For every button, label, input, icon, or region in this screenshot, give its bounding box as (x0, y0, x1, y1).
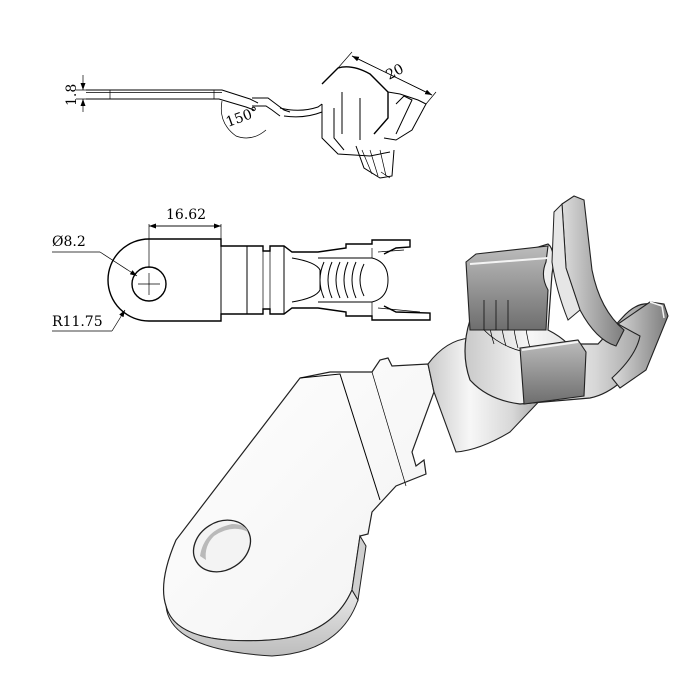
crimp-tab-right (611, 301, 669, 389)
offset-dimension-label: 16.62 (166, 207, 206, 223)
thickness-dimension-label: 1.8 (64, 84, 80, 106)
top-view: 16.62 Ø8.2 R11.75 (52, 207, 431, 332)
radius-label: R11.75 (52, 314, 103, 330)
lug-plate (162, 357, 435, 642)
side-view: 1.8 150° 20 (64, 51, 437, 179)
crimp-tab-rear (561, 195, 625, 347)
hole-diameter-label: Ø8.2 (52, 234, 86, 250)
serrations (319, 261, 365, 299)
angle-dimension-label: 150° (224, 104, 261, 131)
mounting-hole (192, 519, 252, 573)
crimp-tab-left (465, 245, 549, 331)
isometric-view (162, 195, 669, 657)
crimp-tab-front (519, 339, 587, 405)
length-dimension-label: 20 (383, 61, 406, 83)
